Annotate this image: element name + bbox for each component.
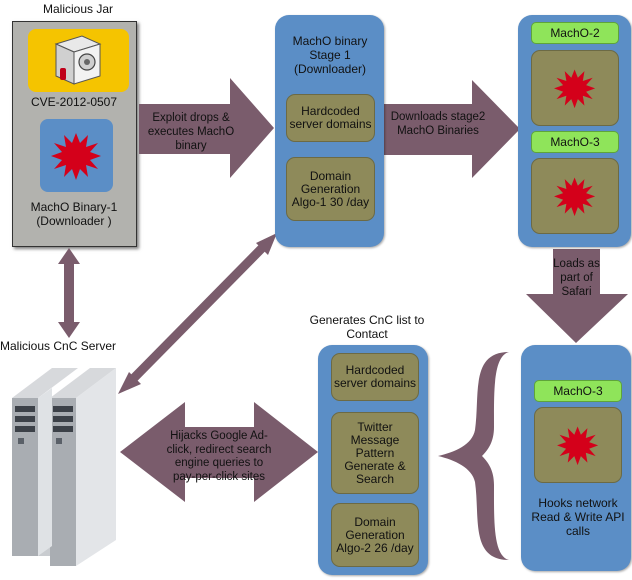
malicious-jar-title: Malicious Jar bbox=[42, 2, 114, 16]
twitter-pattern-box: Twitter Message Pattern Generate & Searc… bbox=[331, 412, 419, 494]
binary1-icon-box bbox=[40, 119, 113, 192]
exploit-arrow-label: Exploit drops & executes MachO binary bbox=[147, 112, 235, 152]
twitter-pattern-text: Twitter Message Pattern Generate & Searc… bbox=[344, 419, 406, 486]
malware-burst-icon bbox=[554, 177, 596, 217]
safe-icon bbox=[28, 29, 129, 92]
dga1-box: Domain Generation Algo-1 30 /day bbox=[286, 157, 375, 221]
server-rack-icon bbox=[12, 368, 116, 566]
exploit-arrow bbox=[139, 78, 274, 178]
hardcoded-domains-1: Hardcoded server domains bbox=[286, 94, 375, 142]
macho3-box-bottom bbox=[534, 407, 622, 483]
hijack-double-arrow bbox=[120, 402, 318, 502]
downloads-arrow bbox=[384, 80, 520, 178]
macho3-tag-top: MachO-3 bbox=[531, 131, 619, 153]
hijack-arrow-label: Hijacks Google Ad-click, redirect search… bbox=[166, 430, 272, 483]
stage1-title: MachO binary Stage 1 (Downloader) bbox=[292, 34, 368, 76]
loads-arrow bbox=[526, 249, 628, 343]
hooks-label: Hooks network Read & Write API calls bbox=[531, 496, 625, 538]
stage1-cnc-double-arrow bbox=[118, 233, 277, 394]
hardcoded-domains-2-text: Hardcoded server domains bbox=[333, 363, 417, 390]
loads-arrow-label: Loads as part of Safari bbox=[553, 258, 600, 298]
macho2-tag: MachO-2 bbox=[531, 22, 619, 44]
malware-burst-icon bbox=[51, 133, 101, 180]
malware-burst-icon bbox=[557, 426, 599, 466]
cve-label: CVE-2012-0507 bbox=[30, 95, 118, 109]
macho3-box-top bbox=[531, 158, 619, 234]
malware-burst-icon bbox=[554, 69, 596, 109]
binary1-label: MachO Binary-1 (Downloader ) bbox=[30, 200, 118, 228]
dga1-text: Domain Generation Algo-1 30 /day bbox=[291, 168, 370, 209]
macho3-tag-bottom: MachO-3 bbox=[534, 380, 622, 402]
curly-brace bbox=[438, 352, 509, 560]
dga2-box: Domain Generation Algo-2 26 /day bbox=[331, 503, 419, 567]
cnc-server-label: Malicious CnC Server bbox=[0, 339, 117, 353]
macho2-box bbox=[531, 50, 619, 126]
downloads-arrow-label: Downloads stage2 MachO Binaries bbox=[390, 111, 486, 137]
hardcoded-domains-2: Hardcoded server domains bbox=[331, 353, 419, 401]
jar-cnc-double-arrow bbox=[58, 248, 80, 338]
dga2-text: Domain Generation Algo-2 26 /day bbox=[336, 514, 414, 555]
hardcoded-domains-1-text: Hardcoded server domains bbox=[289, 104, 372, 131]
cnc-list-title: Generates CnC list to Contact bbox=[309, 313, 425, 341]
